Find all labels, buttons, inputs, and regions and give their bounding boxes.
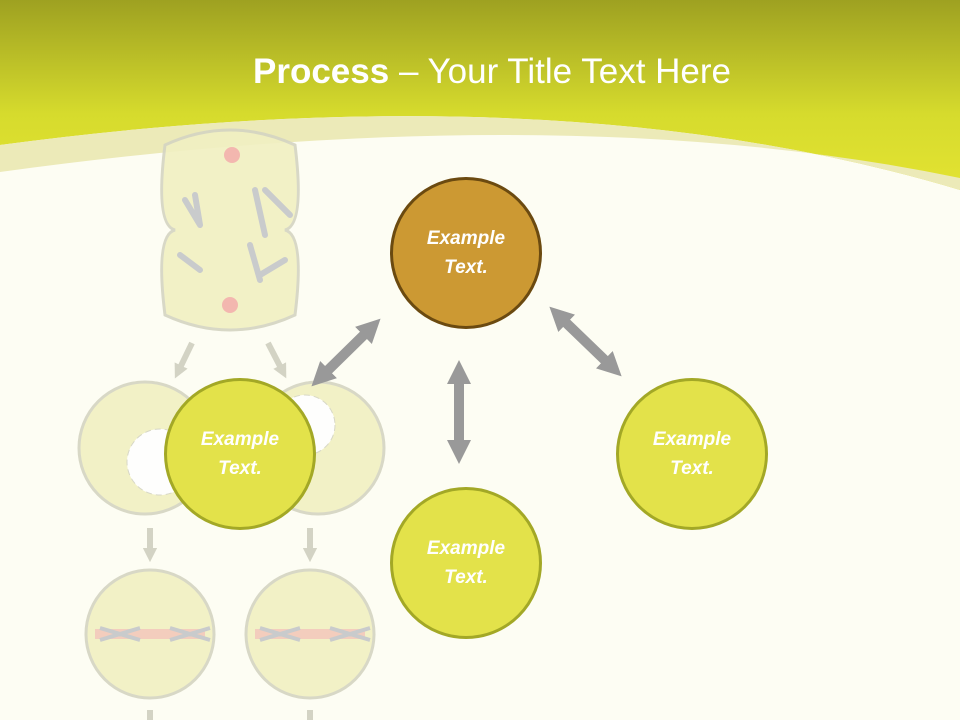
header-band bbox=[0, 0, 960, 190]
node-label: Example Text. bbox=[652, 429, 732, 479]
node-bottom[interactable]: Example Text. bbox=[390, 487, 542, 639]
node-label: Example Text. bbox=[426, 538, 506, 588]
title-separator: – bbox=[389, 52, 428, 91]
arrow-top-left bbox=[311, 318, 381, 387]
node-left[interactable]: Example Text. bbox=[164, 378, 316, 530]
title-bold: Process bbox=[253, 52, 390, 91]
node-right[interactable]: Example Text. bbox=[616, 378, 768, 530]
node-top[interactable]: Example Text. bbox=[390, 177, 542, 329]
node-label: Example Text. bbox=[200, 429, 280, 479]
title-rest: Your Title Text Here bbox=[427, 52, 732, 91]
arrow-top-right bbox=[549, 306, 622, 377]
node-label: Example Text. bbox=[426, 228, 506, 278]
slide-title: Process – Your Title Text Here bbox=[0, 52, 960, 92]
